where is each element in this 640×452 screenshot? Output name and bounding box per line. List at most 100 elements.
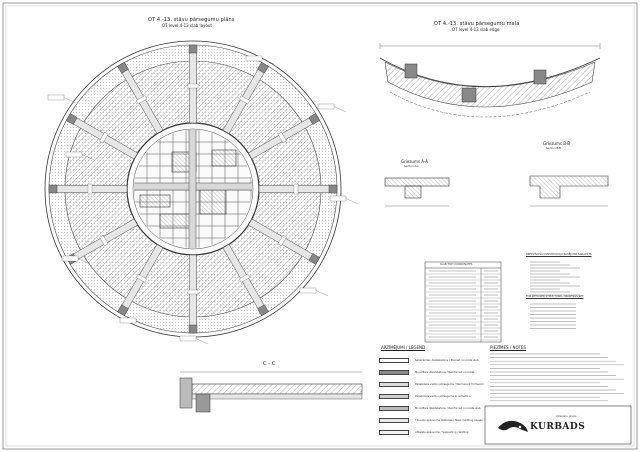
callout-box: [47, 94, 65, 101]
section-bb-drawing: [529, 175, 609, 207]
edge-column-3: [533, 69, 547, 85]
legend-swatch: [379, 405, 409, 411]
legend-label: Atbalsta apšuvums / Supporting cladding: [415, 430, 469, 434]
company-logo-mark: [498, 420, 528, 432]
edge-column: [188, 324, 198, 334]
callout-box: [317, 103, 335, 110]
beam-tag: [238, 273, 251, 283]
section-cc-column: [179, 377, 193, 409]
core-grid: [134, 130, 252, 248]
section-cc-slab: [191, 383, 363, 395]
beam-tag: [135, 95, 148, 105]
beam-tag: [187, 289, 199, 295]
legend-label: Paliekošais veidņu pārsegums ar armatūru: [415, 394, 471, 398]
main-circular-plan: [44, 40, 359, 345]
section-aa-subtitle: Section A-A: [404, 165, 419, 168]
edge-column: [117, 62, 129, 74]
callout-leader: [315, 290, 329, 297]
legend-item: Tērauda apšuvuma plāksnes / Steel claddi…: [379, 416, 483, 424]
callout-leader: [345, 198, 359, 205]
title-block: [484, 405, 632, 445]
edge-column: [48, 184, 58, 194]
legend-swatch: [379, 381, 409, 387]
sheet-inner-border: [5, 5, 635, 447]
legend-label: Monolītais dzelzsbetons / Reinforced con…: [415, 406, 481, 410]
beam-tag: [99, 234, 109, 247]
legend-label: Tērauda apšuvuma plāksnes / Steel claddi…: [415, 418, 483, 422]
callout-box: [329, 195, 347, 202]
beam-tag: [238, 95, 251, 105]
callout-leader: [77, 258, 91, 265]
callout-box: [61, 255, 79, 262]
spec-list-title: PREDZĪVOŠĀ KONSTRUKCIJU RASĒJUMU SARAKST…: [526, 253, 592, 256]
legend-item: Paliekošais veidņu pārsegums ar armatūru: [379, 392, 470, 400]
legend-label: Paliekošais veidņu pārsegums / Permanent…: [415, 382, 484, 386]
edge-column: [66, 113, 78, 125]
legend-swatch: [379, 369, 409, 375]
core-slab-panel: [139, 194, 171, 208]
core-slab-panel: [211, 149, 237, 167]
edge-column: [257, 304, 269, 316]
callout-box: [179, 335, 197, 342]
section-cc-title: C - C: [263, 361, 276, 367]
core-beam-v: [188, 130, 197, 248]
slab-coordinates-table: [424, 261, 502, 343]
beam-tag: [187, 83, 199, 89]
legend-swatch: [379, 429, 409, 435]
legend-item: Monolītais dzelzsbetons / Reinforced con…: [379, 368, 474, 376]
beam-tag: [87, 183, 93, 195]
spec-detail-title: FOR DETAILED STRUCTURAL DRAWINGS SEE: [526, 295, 584, 298]
section-aa-slab: [384, 177, 450, 187]
edge-column: [117, 304, 129, 316]
core-grid-clipped: [134, 130, 252, 248]
plan-labels: [47, 55, 359, 345]
edge-column: [308, 253, 320, 265]
callout-leader: [135, 320, 149, 327]
radial-beams: [48, 44, 338, 334]
section-aa-beam: [404, 185, 422, 199]
section-bb-subtitle: Section B-B: [546, 147, 561, 150]
section-aa-title: Griezums A-A: [401, 159, 428, 164]
callout-box: [245, 55, 263, 62]
edge-detail-subtitle: OT level 4-13 slab edge: [452, 27, 500, 32]
edge-column: [257, 62, 269, 74]
callout-leader: [261, 58, 275, 65]
edge-column-2: [461, 87, 477, 103]
edge-arc-band: [384, 61, 596, 108]
edge-column: [308, 113, 320, 125]
callout-box: [65, 151, 83, 158]
callout-leader: [195, 338, 209, 345]
section-bb-title: Griezums B-B: [543, 141, 570, 146]
legend-swatch: [379, 393, 409, 399]
company-tagline: inženieru grupa: [556, 415, 577, 418]
legend-label: Saliekamais dzelzsbetons / Precast concr…: [415, 358, 479, 362]
edge-detail-title: OT 4.-13. stāvu pārsegumu mala: [434, 21, 520, 27]
section-cc-slab-2: [191, 393, 363, 400]
main-plan-title: OT 4.-13. stāvu pārsegumu plāns: [148, 17, 235, 23]
edge-arc-inner: [389, 91, 591, 118]
callout-leader: [63, 97, 77, 104]
section-aa-drawing: [384, 177, 450, 207]
legend-label: Monolītais dzelzsbetons / Reinforced con…: [415, 370, 475, 374]
spec-list-lines: [530, 261, 580, 329]
section-cc-beam: [195, 393, 211, 413]
beam-tag: [99, 131, 109, 144]
core-slab-panel: [199, 189, 227, 215]
notes-title: PIEZĪMES / NOTES: [490, 345, 527, 350]
legend-item: Saliekamais dzelzsbetons / Precast concr…: [379, 356, 479, 364]
edge-column: [328, 184, 338, 194]
slab-edge-detail: [379, 43, 601, 118]
edge-column-1: [404, 63, 418, 79]
callout-leader: [333, 106, 347, 113]
callout-box: [299, 287, 317, 294]
legend-item: Atbalsta apšuvums / Supporting cladding: [379, 428, 468, 436]
edge-column: [188, 44, 198, 54]
legend-swatch: [379, 417, 409, 423]
callout-leader: [81, 154, 95, 161]
legend-title: APZĪMĒJUMI / LEGEND: [381, 345, 426, 350]
legend-item: Paliekošais veidņu pārsegums / Permanent…: [379, 380, 484, 388]
legend-item: Monolītais dzelzsbetons / Reinforced con…: [379, 404, 480, 412]
